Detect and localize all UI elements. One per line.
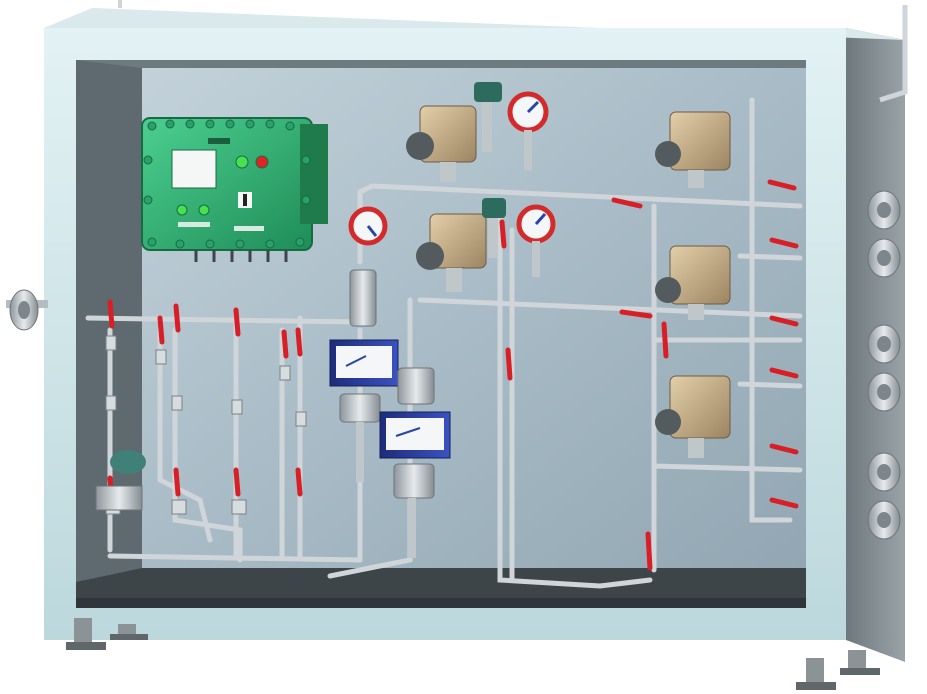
flow-meter-icon — [329, 269, 399, 482]
pressure-gauge-icon — [516, 204, 556, 277]
flow-meter-icon — [379, 367, 451, 558]
pressure-gauge-icon — [507, 91, 549, 170]
control-box — [141, 117, 328, 262]
flange-icon — [6, 289, 48, 331]
indicator-lamp-icon — [235, 155, 249, 169]
pressure-gauge-icon — [348, 206, 388, 246]
indicator-lamp-icon — [255, 155, 269, 169]
ball-valve-icon — [406, 105, 487, 292]
